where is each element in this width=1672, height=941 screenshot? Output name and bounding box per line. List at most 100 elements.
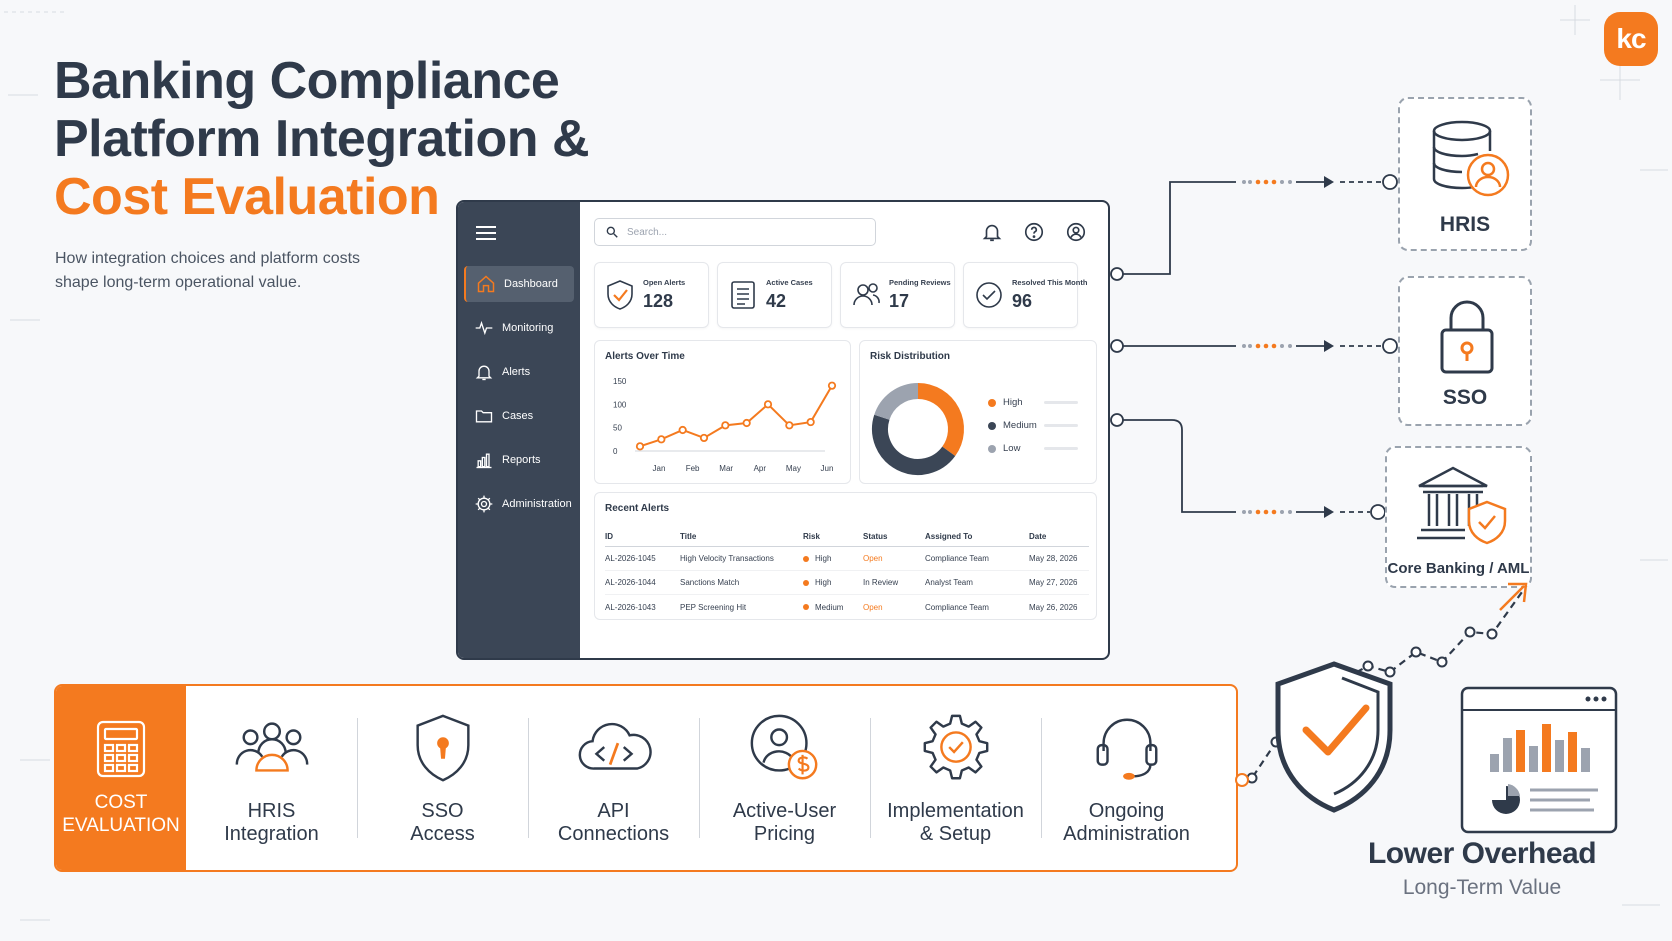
data-point bbox=[699, 433, 709, 443]
sidebar-item-reports[interactable]: Reports bbox=[464, 442, 574, 478]
kpi-value: 42 bbox=[766, 291, 787, 311]
lock-icon bbox=[1440, 300, 1494, 374]
cost-item-implementation-setup[interactable]: Implementation& Setup bbox=[870, 686, 1041, 870]
legend-item-low: Low bbox=[988, 437, 1078, 460]
cell-date: May 28, 2026 bbox=[1029, 554, 1078, 563]
search-input[interactable]: Search... bbox=[594, 218, 876, 246]
legend-label: High bbox=[1003, 397, 1023, 408]
kpi-label: Active Cases bbox=[766, 278, 813, 287]
user-profile-icon[interactable] bbox=[1065, 221, 1087, 243]
y-tick-label: 150 bbox=[613, 377, 627, 386]
column-header: Date bbox=[1029, 532, 1047, 541]
title-line-2: Platform Integration & bbox=[54, 110, 590, 168]
notification-bell-icon[interactable] bbox=[981, 221, 1003, 243]
donut-slice-medium bbox=[872, 414, 956, 475]
menu-icon[interactable] bbox=[476, 226, 496, 242]
help-icon[interactable] bbox=[1023, 221, 1045, 243]
integration-core-banking-aml[interactable]: Core Banking / AML bbox=[1385, 446, 1532, 588]
people-icon bbox=[235, 722, 308, 772]
cost-item-line-1: Ongoing bbox=[1088, 800, 1165, 822]
table-row[interactable]: AL-2026-1045 High Velocity Transactions … bbox=[605, 547, 1089, 571]
sidebar-item-label: Dashboard bbox=[504, 278, 558, 290]
outcome-subtitle: Long-Term Value bbox=[1402, 876, 1562, 899]
table-row[interactable]: AL-2026-1043 PEP Screening Hit Medium Op… bbox=[605, 595, 1089, 619]
cell-id: AL-2026-1044 bbox=[605, 578, 656, 587]
cell-date: May 27, 2026 bbox=[1029, 578, 1078, 587]
pulse-icon bbox=[475, 320, 493, 336]
kpi-label: Pending Reviews bbox=[889, 278, 951, 287]
data-point bbox=[657, 435, 666, 444]
kpi-label: Open Alerts bbox=[643, 278, 686, 287]
legend-label: Low bbox=[1003, 443, 1021, 454]
sidebar-item-label: Monitoring bbox=[502, 322, 554, 334]
risk-label: Medium bbox=[815, 602, 844, 612]
column-header: ID bbox=[605, 532, 613, 541]
integration-label: SSO bbox=[1442, 386, 1488, 409]
data-point bbox=[827, 381, 837, 390]
page-subtitle: How integration choices and platform cos… bbox=[55, 250, 361, 291]
sidebar-item-monitoring[interactable]: Monitoring bbox=[464, 310, 574, 346]
x-tick-label: May bbox=[786, 464, 801, 473]
bank-shield-icon bbox=[1417, 466, 1507, 545]
column-header: Title bbox=[680, 532, 697, 541]
recent-alerts-table: ID Title Risk Status Assigned To Date AL… bbox=[605, 527, 1089, 619]
cell-status: In Review bbox=[863, 578, 899, 587]
cost-item-line-2: Pricing bbox=[753, 823, 816, 845]
x-tick-label: Jun bbox=[821, 464, 834, 473]
x-tick-label: Feb bbox=[686, 464, 700, 473]
headset-icon bbox=[1096, 718, 1157, 780]
risk-label: High bbox=[815, 554, 832, 563]
cost-item-line-1: API bbox=[597, 800, 630, 822]
brand-logo: kc bbox=[1604, 12, 1658, 66]
search-icon bbox=[606, 226, 618, 238]
chart-title: Risk Distribution bbox=[870, 351, 951, 362]
search-placeholder: Search... bbox=[627, 226, 668, 238]
cost-header-line-2: EVALUATION bbox=[62, 815, 180, 836]
data-point bbox=[763, 400, 773, 409]
cost-item-line-1: Active-User bbox=[732, 800, 837, 822]
dashboard-mockup: Dashboard Monitoring Alerts Cases Report… bbox=[456, 200, 1110, 660]
cost-item-line-2: & Setup bbox=[919, 823, 992, 845]
cell-risk: Medium bbox=[803, 603, 863, 612]
sidebar-item-dashboard[interactable]: Dashboard bbox=[464, 266, 574, 302]
database-user-icon bbox=[1432, 120, 1510, 197]
cell-risk: High bbox=[803, 578, 863, 587]
shield-check-large-icon bbox=[1275, 661, 1393, 813]
donut-slice-high bbox=[917, 383, 964, 457]
y-tick-label: 0 bbox=[613, 447, 618, 456]
x-tick-label: Mar bbox=[719, 464, 733, 473]
kpi-value: 96 bbox=[1012, 291, 1033, 311]
data-point bbox=[742, 418, 751, 428]
table-title: Recent Alerts bbox=[605, 503, 670, 514]
sidebar-item-alerts[interactable]: Alerts bbox=[464, 354, 574, 390]
table-row[interactable]: AL-2026-1044 Sanctions Match High In Rev… bbox=[605, 571, 1089, 595]
cell-status: Open bbox=[863, 602, 883, 612]
integration-sso[interactable]: SSO bbox=[1398, 276, 1532, 426]
kpi-active-cases[interactable]: Active Cases 42 bbox=[717, 262, 832, 328]
sidebar-item-administration[interactable]: Administration bbox=[464, 486, 574, 522]
x-tick-label: Apr bbox=[754, 464, 767, 473]
cost-item-line-2: Access bbox=[410, 823, 475, 845]
integration-hris[interactable]: HRIS bbox=[1398, 97, 1532, 251]
title-line-1: Banking Compliance bbox=[54, 52, 560, 110]
chart-legend: High Medium Low bbox=[988, 391, 1078, 460]
data-point bbox=[806, 417, 815, 427]
data-point bbox=[721, 421, 730, 430]
sidebar-item-cases[interactable]: Cases bbox=[464, 398, 574, 434]
page-title: Banking Compliance Platform Integration … bbox=[54, 52, 614, 226]
cost-item-line-1: SSO bbox=[421, 800, 464, 822]
donut-slice-low bbox=[874, 383, 919, 421]
folder-icon bbox=[475, 410, 493, 423]
cell-risk: High bbox=[803, 554, 863, 563]
table-header: ID Title Risk Status Assigned To Date bbox=[605, 527, 1089, 547]
